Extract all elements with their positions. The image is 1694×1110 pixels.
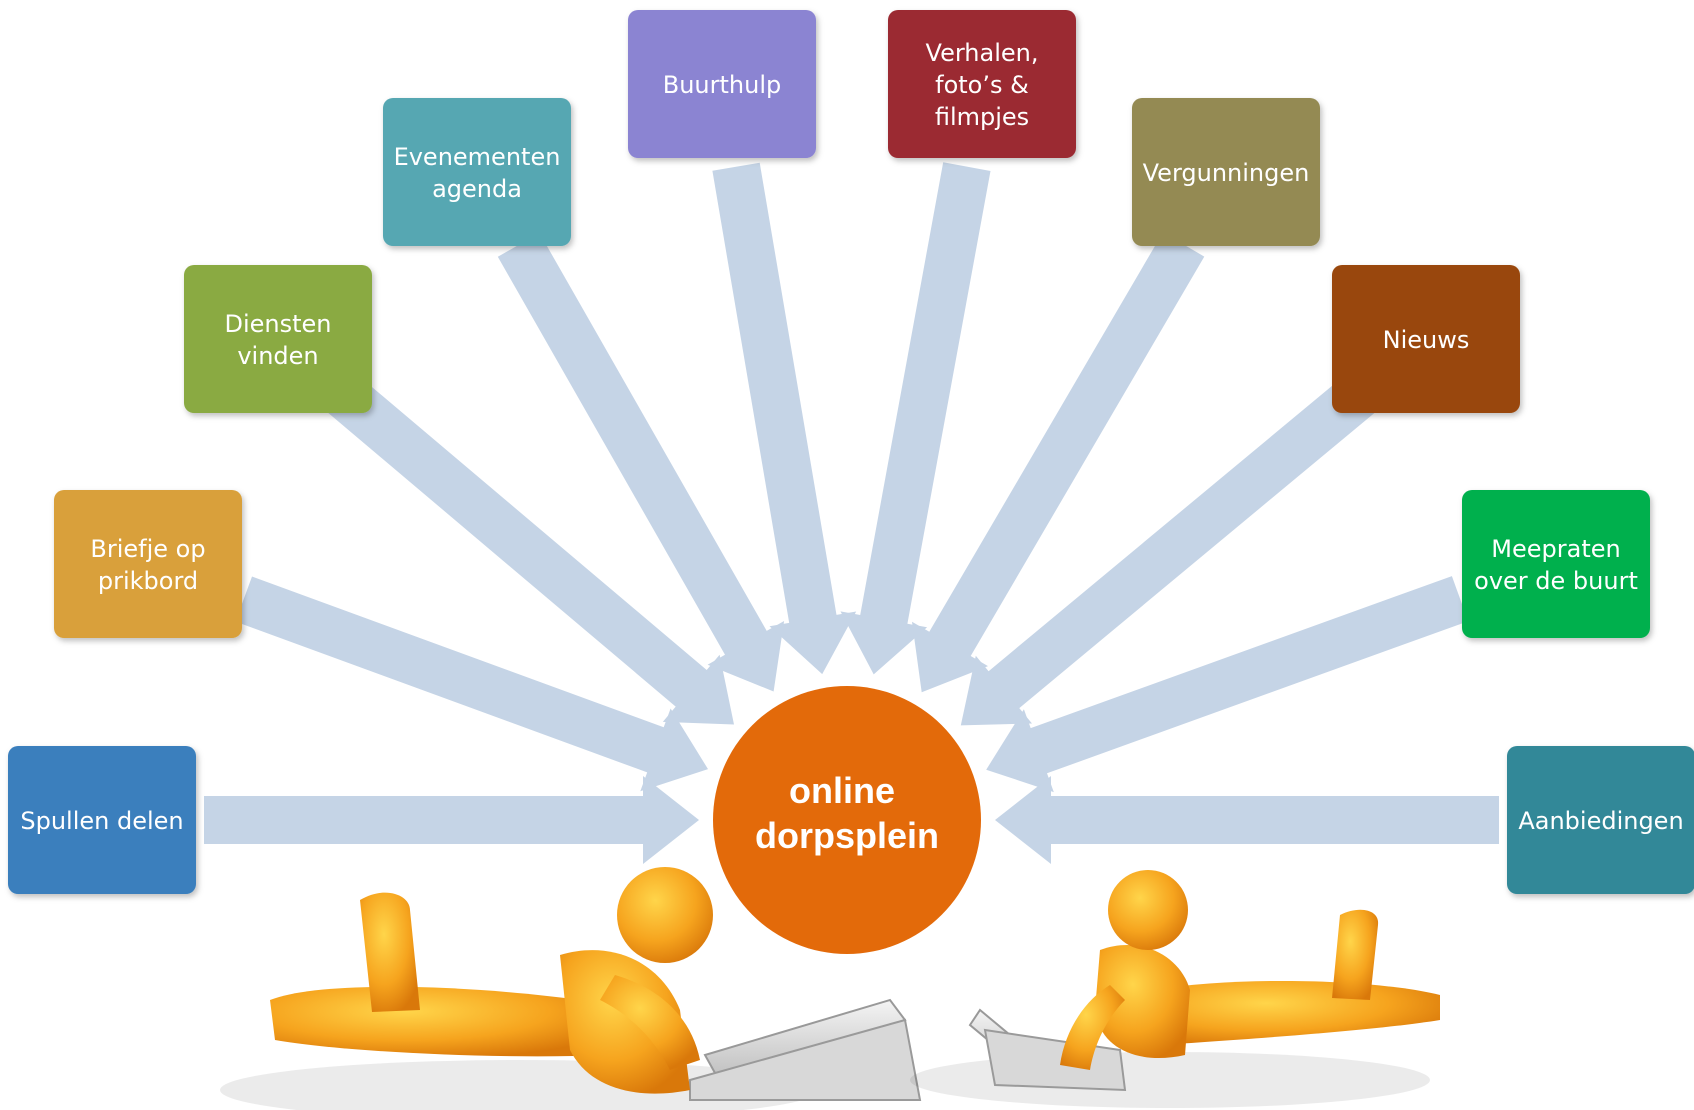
- hub-circle: online dorpsplein: [713, 686, 981, 954]
- tile-box-nieuws: [1332, 265, 1520, 413]
- tile-evenementen-agenda[interactable]: Evenementen agenda: [383, 98, 571, 246]
- tile-vergunningen[interactable]: Vergunningen: [1132, 98, 1320, 246]
- arrow-buurthulp: [712, 162, 857, 675]
- tile-label-line: foto’s &: [935, 71, 1029, 99]
- tile-label-line: over de buurt: [1474, 567, 1638, 595]
- tile-verhalen-fotos-filmpjes[interactable]: Verhalen, foto’s & filmpjes: [888, 10, 1076, 158]
- tile-label-line: prikbord: [98, 567, 198, 595]
- tile-label-line: Buurthulp: [663, 71, 782, 99]
- tile-label-line: Aanbiedingen: [1518, 807, 1683, 835]
- tile-nieuws[interactable]: Nieuws: [1332, 265, 1520, 413]
- tile-label-verhalen-fotos-filmpjes: Verhalen, foto’s & filmpjes: [926, 39, 1039, 131]
- arrow-verhalen-fotos-filmpjes: [840, 162, 991, 675]
- tile-label-line: vinden: [237, 342, 318, 370]
- tile-label-line: Diensten: [224, 310, 331, 338]
- tile-label-line: Vergunningen: [1143, 159, 1310, 187]
- hub-label: online dorpsplein: [755, 770, 939, 856]
- tile-label-line: Briefje op: [90, 535, 205, 563]
- tile-box-buurthulp: [628, 10, 816, 158]
- hub-label-line-1: online: [789, 770, 895, 811]
- tile-label-line: Meepraten: [1491, 535, 1620, 563]
- tile-box-briefje-op-prikbord: [54, 490, 242, 638]
- arrow-meepraten-over-de-buurt: [986, 576, 1469, 793]
- tile-meepraten-over-de-buurt[interactable]: Meepraten over de buurt: [1462, 490, 1650, 638]
- hub-circle-shape: [713, 686, 981, 954]
- tile-label-meepraten-over-de-buurt: Meepraten over de buurt: [1474, 535, 1638, 595]
- arrow-aanbiedingen: [995, 776, 1499, 864]
- arrow-diensten-vinden: [326, 374, 734, 725]
- hub-label-line-2: dorpsplein: [755, 815, 939, 856]
- tile-box-verhalen-fotos-filmpjes: [888, 10, 1076, 158]
- tile-box-evenementen-agenda: [383, 98, 571, 246]
- tile-box-meepraten-over-de-buurt: [1462, 490, 1650, 638]
- tile-spullen-delen[interactable]: Spullen delen: [8, 746, 196, 894]
- tile-buurthulp[interactable]: Buurthulp: [628, 10, 816, 158]
- tile-label-vergunningen: Vergunningen: [1143, 159, 1310, 187]
- tile-label-line: Nieuws: [1383, 326, 1470, 354]
- tile-box-spullen-delen: [8, 746, 196, 894]
- tile-label-nieuws: Nieuws: [1383, 326, 1470, 354]
- tile-label-spullen-delen: Spullen delen: [20, 807, 183, 835]
- tile-label-line: filmpjes: [935, 103, 1029, 131]
- arrow-spullen-delen: [204, 776, 699, 864]
- tile-label-line: Spullen delen: [20, 807, 183, 835]
- tile-label-diensten-vinden: Diensten vinden: [224, 310, 331, 370]
- person-with-laptop-right: [910, 870, 1440, 1108]
- topic-tiles: Spullen delen Briefje op prikbord Diensten v…: [8, 10, 1694, 894]
- tile-label-aanbiedingen: Aanbiedingen: [1518, 807, 1683, 835]
- tile-label-evenementen-agenda: Evenementen agenda: [394, 143, 561, 203]
- tile-label-briefje-op-prikbord: Briefje op prikbord: [90, 535, 205, 595]
- tile-briefje-op-prikbord[interactable]: Briefje op prikbord: [54, 490, 242, 638]
- arrow-nieuws: [960, 374, 1377, 726]
- arrow-vergunningen: [912, 232, 1205, 693]
- tile-diensten-vinden[interactable]: Diensten vinden: [184, 265, 372, 413]
- tile-box-aanbiedingen: [1507, 746, 1694, 894]
- tile-label-buurthulp: Buurthulp: [663, 71, 782, 99]
- arrow-briefje-op-prikbord: [235, 576, 708, 792]
- tile-aanbiedingen[interactable]: Aanbiedingen: [1507, 746, 1694, 894]
- tile-label-line: agenda: [432, 175, 522, 203]
- person-with-laptop-left: [220, 867, 922, 1110]
- tile-box-diensten-vinden: [184, 265, 372, 413]
- tile-label-line: Verhalen,: [926, 39, 1039, 67]
- tile-box-vergunningen: [1132, 98, 1320, 246]
- tile-label-line: Evenementen: [394, 143, 561, 171]
- arrows-layer: [204, 162, 1499, 864]
- arrow-evenementen-agenda: [497, 233, 785, 692]
